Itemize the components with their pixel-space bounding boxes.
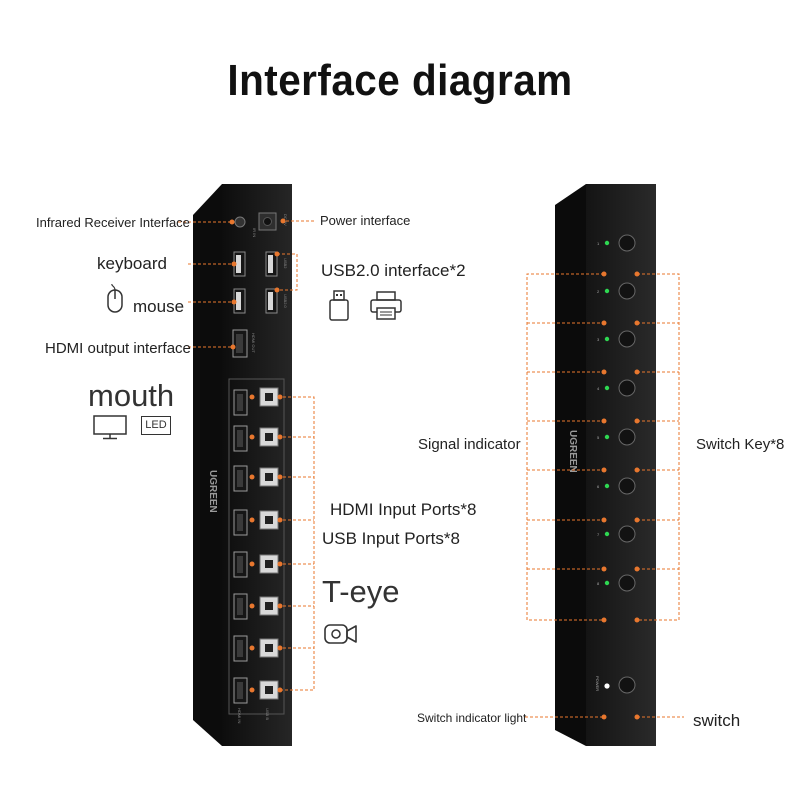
usb-flash-drive-icon bbox=[329, 290, 349, 321]
input-ports-frame bbox=[228, 378, 285, 715]
dc-port-label: DC 5V bbox=[283, 214, 288, 226]
svg-text:4: 4 bbox=[597, 386, 600, 391]
left-leader-lines bbox=[178, 220, 315, 691]
usb20-interface-label: USB2.0 interface*2 bbox=[321, 261, 466, 280]
mouse-icon bbox=[107, 284, 123, 313]
led-icon: LED bbox=[141, 416, 171, 435]
svg-text:5: 5 bbox=[597, 435, 600, 440]
switch-indicator-led bbox=[604, 683, 610, 689]
hdmi-output-label: HDMI output interface bbox=[45, 340, 191, 357]
brand-logo-right: UGREEN bbox=[567, 430, 578, 473]
left-leader-dots bbox=[229, 218, 286, 693]
keyboard-label: keyboard bbox=[97, 254, 167, 273]
channel-numbers: 1 2 3 4 5 6 7 8 bbox=[597, 241, 600, 586]
usb-b-port-label: USB B bbox=[265, 708, 270, 720]
camera-group-heading: T-eye bbox=[322, 574, 400, 609]
ir-port-label: IR IN bbox=[252, 228, 257, 237]
left-kvm-switch-back-panel: UGREEN IR IN DC 5V USB2 USB2.0 HDMI OUT bbox=[193, 184, 292, 746]
printer-icon bbox=[370, 291, 402, 320]
hdmi-input-ports bbox=[233, 389, 248, 704]
usb20-port-label: USB2.0 bbox=[283, 294, 288, 309]
signal-indicator-label: Signal indicator bbox=[418, 436, 521, 453]
hdmi-out-port-label: HDMI OUT bbox=[251, 333, 256, 353]
signal-leds bbox=[604, 240, 610, 586]
ir-receiver-port bbox=[234, 216, 246, 228]
power-key-label: POWER bbox=[595, 676, 600, 691]
svg-text:2: 2 bbox=[597, 289, 600, 294]
monitor-group-heading: mouth bbox=[88, 378, 175, 413]
usb2-port-label: USB2 bbox=[283, 258, 288, 269]
hdmi-input-ports-label: HDMI Input Ports*8 bbox=[330, 500, 477, 519]
video-camera-icon bbox=[324, 624, 357, 644]
diagram-title: Interface diagram bbox=[227, 56, 573, 105]
brand-logo-left: UGREEN bbox=[207, 470, 218, 513]
svg-text:1: 1 bbox=[597, 241, 600, 246]
right-kvm-switch-front-panel: UGREEN bbox=[555, 184, 656, 746]
svg-text:3: 3 bbox=[597, 337, 600, 342]
right-leader-dots bbox=[601, 271, 640, 720]
switch-indicator-light-label: Switch indicator light bbox=[417, 711, 527, 725]
hdmi-in-port-label: HDMI IN bbox=[237, 708, 242, 723]
switch-keys bbox=[618, 234, 636, 694]
usb-input-ports-label: USB Input Ports*8 bbox=[322, 529, 460, 548]
svg-text:8: 8 bbox=[597, 581, 600, 586]
power-interface-label: Power interface bbox=[320, 213, 411, 228]
svg-text:7: 7 bbox=[597, 532, 600, 537]
switch-key-label: Switch Key*8 bbox=[696, 436, 785, 453]
power-key bbox=[618, 676, 636, 694]
switch-label: switch bbox=[693, 711, 741, 730]
right-leader-lines bbox=[525, 273, 684, 718]
ir-receiver-label: Infrared Receiver Interface bbox=[36, 215, 190, 230]
monitor-icon bbox=[93, 415, 127, 440]
svg-text:6: 6 bbox=[597, 484, 600, 489]
mouse-label: mouse bbox=[133, 297, 185, 316]
